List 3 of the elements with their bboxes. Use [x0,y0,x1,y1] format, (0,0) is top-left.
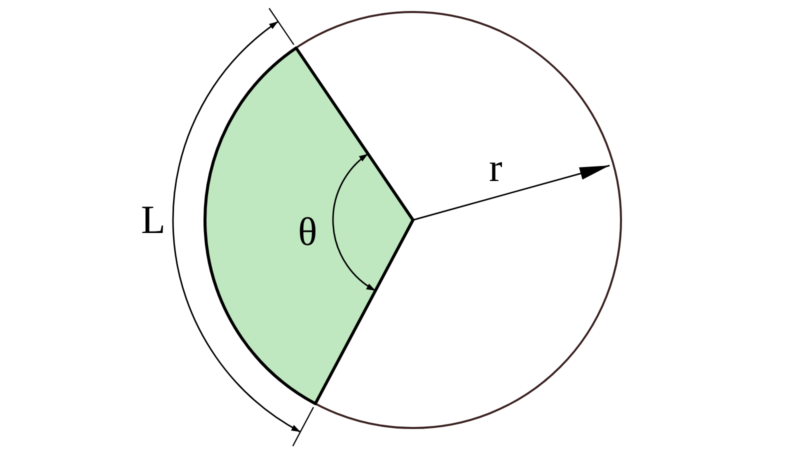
angle-label: θ [298,212,318,252]
radius-label: r [489,148,502,188]
arc-length-label: L [141,200,166,240]
